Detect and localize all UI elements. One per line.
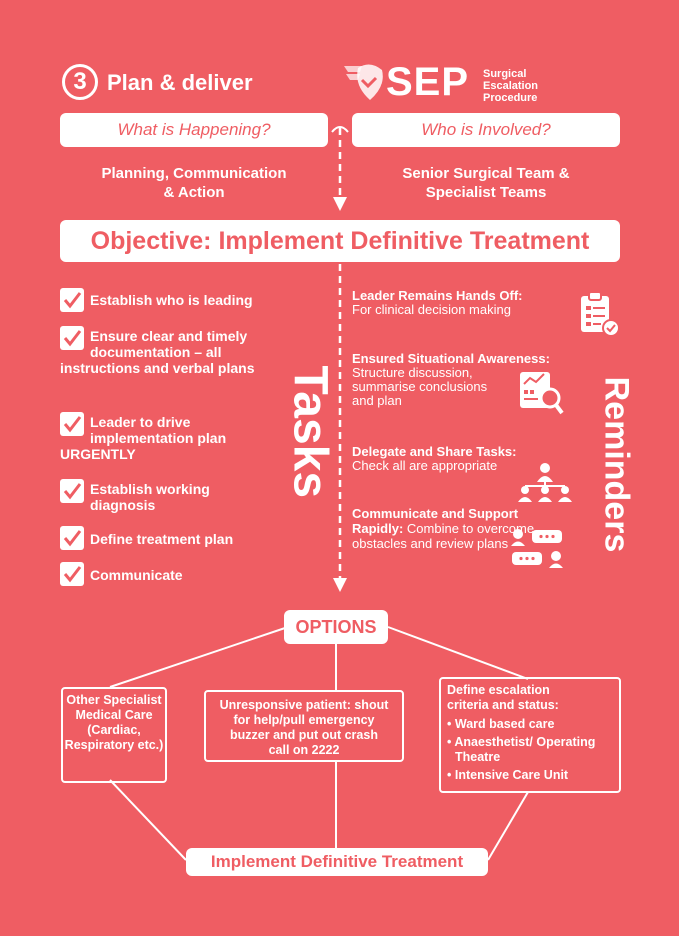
task-item: Ensure clear and timely documentation – … [60, 326, 300, 376]
reminder-title: Ensured Situational Awareness: [352, 351, 550, 366]
option-unresponsive-patient: Unresponsive patient: shout for help/pul… [204, 690, 404, 762]
step-title: Plan & deliver [107, 70, 253, 95]
reminder-title: Leader Remains Hands Off: [352, 288, 523, 303]
escalation-item-text: Anaesthetist/ Operating Theatre [454, 735, 596, 764]
task-text: Leader to drive implementation plan URGE… [60, 414, 227, 462]
task-text: Communicate [90, 567, 183, 583]
checkbox-icon [60, 562, 84, 586]
tasks-heading: Tasks [283, 365, 337, 499]
task-item: Communicate [60, 562, 300, 586]
escalation-title: Define escalation criteria and status: [447, 683, 559, 712]
option-escalation-criteria: Define escalation criteria and status: •… [439, 677, 621, 793]
objective-banner: Objective: Implement Definitive Treatmen… [60, 220, 620, 262]
who-answer-line: Senior Surgical Team & [402, 165, 570, 182]
escalation-item-text: Intensive Care Unit [454, 768, 569, 782]
task-item: Establish working diagnosis [60, 479, 300, 513]
task-text: Define treatment plan [90, 531, 234, 547]
what-answer-line: Planning, Communication [101, 165, 287, 182]
who-answer: Senior Surgical Team & Specialist Teams [352, 164, 620, 202]
who-is-involved-pill: Who is Involved? [352, 113, 620, 147]
logo-subtitle-line: Escalation [483, 80, 539, 92]
reminder-body: Structure discussion, summarise conclusi… [352, 365, 488, 408]
escalation-item: • Intensive Care Unit [447, 768, 569, 782]
who-answer-line: Specialist Teams [425, 184, 547, 201]
reminder-item: Leader Remains Hands Off: For clinical d… [352, 288, 577, 317]
checkbox-icon [60, 326, 84, 350]
step-number-badge: 3 [62, 64, 98, 100]
logo-subtitle-line: Procedure [483, 92, 538, 104]
reminder-title: Communicate and Support Rapidly: [352, 506, 519, 536]
checkbox-icon [60, 412, 84, 436]
options-title: OPTIONS [284, 610, 388, 644]
checkbox-icon [60, 479, 84, 503]
task-item: Leader to drive implementation plan URGE… [60, 412, 300, 462]
logo-text: SEP [386, 60, 470, 104]
sep-logo-icon [340, 58, 388, 111]
reminder-body: Combine to overcome obstacles and review… [352, 521, 535, 551]
reminder-item: Communicate and Support Rapidly: Combine… [352, 506, 552, 551]
logo-subtitle: Surgical Escalation Procedure [483, 68, 538, 104]
what-answer-line: & Action [163, 184, 225, 201]
conversation-icon [510, 528, 566, 577]
task-text: Ensure clear and timely documentation – … [60, 328, 255, 376]
task-item: Establish who is leading [60, 288, 300, 312]
task-item: Define treatment plan [60, 526, 300, 550]
reminder-title: Delegate and Share Tasks: [352, 444, 517, 459]
what-is-happening-pill: What is Happening? [60, 113, 328, 147]
reminder-body: Check all are appropriate [352, 458, 498, 473]
reminders-heading: Reminders [597, 376, 636, 553]
escalation-item-text: Ward based care [454, 717, 555, 731]
reminder-item: Ensured Situational Awareness: Structure… [352, 351, 622, 408]
checkbox-icon [60, 288, 84, 312]
option-specialist-care: Other Specialist Medical Care (Cardiac, … [61, 687, 167, 783]
reminder-body-combined: Communicate and Support Rapidly: Combine… [352, 506, 552, 551]
analysis-icon [518, 368, 564, 421]
reminder-item: Delegate and Share Tasks: Check all are … [352, 444, 582, 473]
implement-treatment-footer: Implement Definitive Treatment [186, 848, 488, 876]
checkbox-icon [60, 526, 84, 550]
reminder-body: For clinical decision making [352, 302, 511, 317]
task-text: Establish who is leading [90, 292, 253, 308]
escalation-item: • Ward based care [447, 717, 555, 731]
task-text: Establish working diagnosis [90, 481, 210, 513]
what-answer: Planning, Communication & Action [60, 164, 328, 202]
escalation-item: • Anaesthetist/ Operating Theatre [447, 735, 596, 764]
team-hierarchy-icon [516, 462, 574, 507]
logo-subtitle-line: Surgical [483, 68, 527, 80]
clipboard-icon [577, 290, 621, 343]
